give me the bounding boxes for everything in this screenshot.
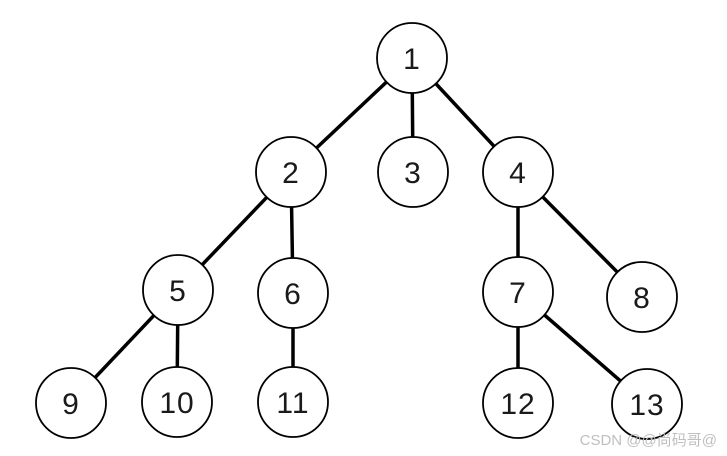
tree-node-label-1: 1 <box>403 43 421 76</box>
tree-node-circle-4 <box>482 136 554 208</box>
tree-node-8: 8 <box>606 261 678 333</box>
tree-node-label-11: 11 <box>276 387 309 420</box>
tree-node-label-10: 10 <box>159 387 194 420</box>
tree-node-label-6: 6 <box>284 278 302 311</box>
tree-node-circle-11 <box>257 366 329 438</box>
tree-node-4: 4 <box>482 136 554 208</box>
tree-node-label-5: 5 <box>169 275 187 308</box>
tree-node-circle-8 <box>606 261 678 333</box>
tree-node-1: 1 <box>376 22 448 94</box>
tree-node-label-8: 8 <box>633 282 651 315</box>
tree-node-circle-12 <box>482 367 554 439</box>
tree-node-9: 9 <box>35 367 107 439</box>
tree-node-label-9: 9 <box>62 388 80 421</box>
tree-node-circle-2 <box>255 136 327 208</box>
tree-node-circle-5 <box>142 254 214 326</box>
tree-node-label-2: 2 <box>282 157 300 190</box>
tree-node-6: 6 <box>257 257 329 329</box>
tree-node-label-12: 12 <box>500 388 535 421</box>
csdn-watermark: CSDN @@尚码哥@ <box>579 432 717 449</box>
tree-node-label-3: 3 <box>404 157 422 190</box>
tree-node-12: 12 <box>482 367 554 439</box>
tree-node-label-13: 13 <box>629 389 664 422</box>
tree-node-circle-6 <box>257 257 329 329</box>
tree-node-circle-3 <box>377 136 449 208</box>
tree-node-13: 13 <box>611 368 683 440</box>
tree-node-10: 10 <box>141 366 213 438</box>
tree-node-circle-7 <box>482 256 554 328</box>
tree-node-3: 3 <box>377 136 449 208</box>
tree-node-circle-13 <box>611 368 683 440</box>
tree-node-label-7: 7 <box>509 277 527 310</box>
tree-node-circle-10 <box>141 366 213 438</box>
tree-node-label-4: 4 <box>509 157 527 190</box>
tree-node-circle-1 <box>376 22 448 94</box>
tree-node-5: 5 <box>142 254 214 326</box>
tree-node-11: 11 <box>257 366 329 438</box>
tree-node-circle-9 <box>35 367 107 439</box>
tree-node-2: 2 <box>255 136 327 208</box>
tree-node-7: 7 <box>482 256 554 328</box>
